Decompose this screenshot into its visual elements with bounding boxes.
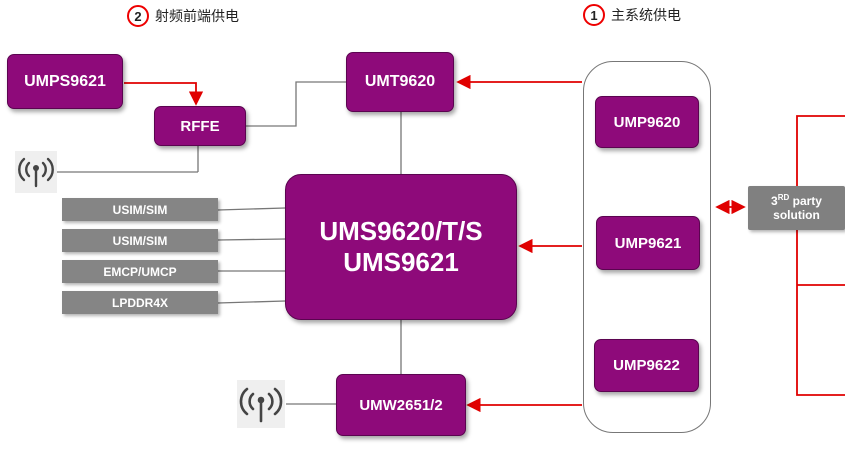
memory-bar-emcp: EMCP/UMCP xyxy=(62,260,218,283)
memory-bar-usim-2: USIM/SIM xyxy=(62,229,218,252)
main-soc-name-1: UMS9620/T/S xyxy=(319,215,483,246)
umw2651-chip: UMW2651/2 xyxy=(336,374,466,436)
umps-rffe-power-arrow xyxy=(124,82,204,106)
memory-bar-lpddr4x: LPDDR4X xyxy=(62,291,218,314)
legend-label-main-power: 主系统供电 xyxy=(611,8,681,24)
ump9622-chip: UMP9622 xyxy=(594,339,699,392)
ump9621-chip: UMP9621 xyxy=(596,216,700,270)
thirdparty-bracket xyxy=(796,115,845,396)
memory-bar-usim-1: USIM/SIM xyxy=(62,198,218,221)
mem-line-4 xyxy=(217,300,286,304)
umps9621-chip: UMPS9621 xyxy=(7,54,123,109)
mem-line-2 xyxy=(217,238,286,241)
main-soc-name-2: UMS9621 xyxy=(343,247,459,277)
legend-item-main-power: 1 主系统供电 xyxy=(583,4,681,26)
umt9620-chip: UMT9620 xyxy=(346,52,454,112)
mem-line-1 xyxy=(217,207,286,211)
rffe-block: RFFE xyxy=(154,106,246,146)
antenna-icon xyxy=(237,380,285,428)
antenna-icon xyxy=(15,151,57,193)
legend-number-1: 1 xyxy=(583,4,605,26)
ump9620-chip: UMP9620 xyxy=(595,96,699,148)
third-party-line-2: solution xyxy=(773,208,820,222)
pmic-group xyxy=(583,61,711,433)
rffe-umt-line xyxy=(246,81,346,127)
third-party-line-1: 3RD party xyxy=(771,193,822,209)
legend-number-2: 2 xyxy=(127,5,149,27)
third-party-solution-block: 3RD party solution xyxy=(748,186,845,230)
main-soc-chip: UMS9620/T/S UMS9621 xyxy=(285,174,517,320)
legend-label-rf-power: 射频前端供电 xyxy=(155,9,239,25)
legend-item-rf-power: 2 射频前端供电 xyxy=(127,5,239,27)
